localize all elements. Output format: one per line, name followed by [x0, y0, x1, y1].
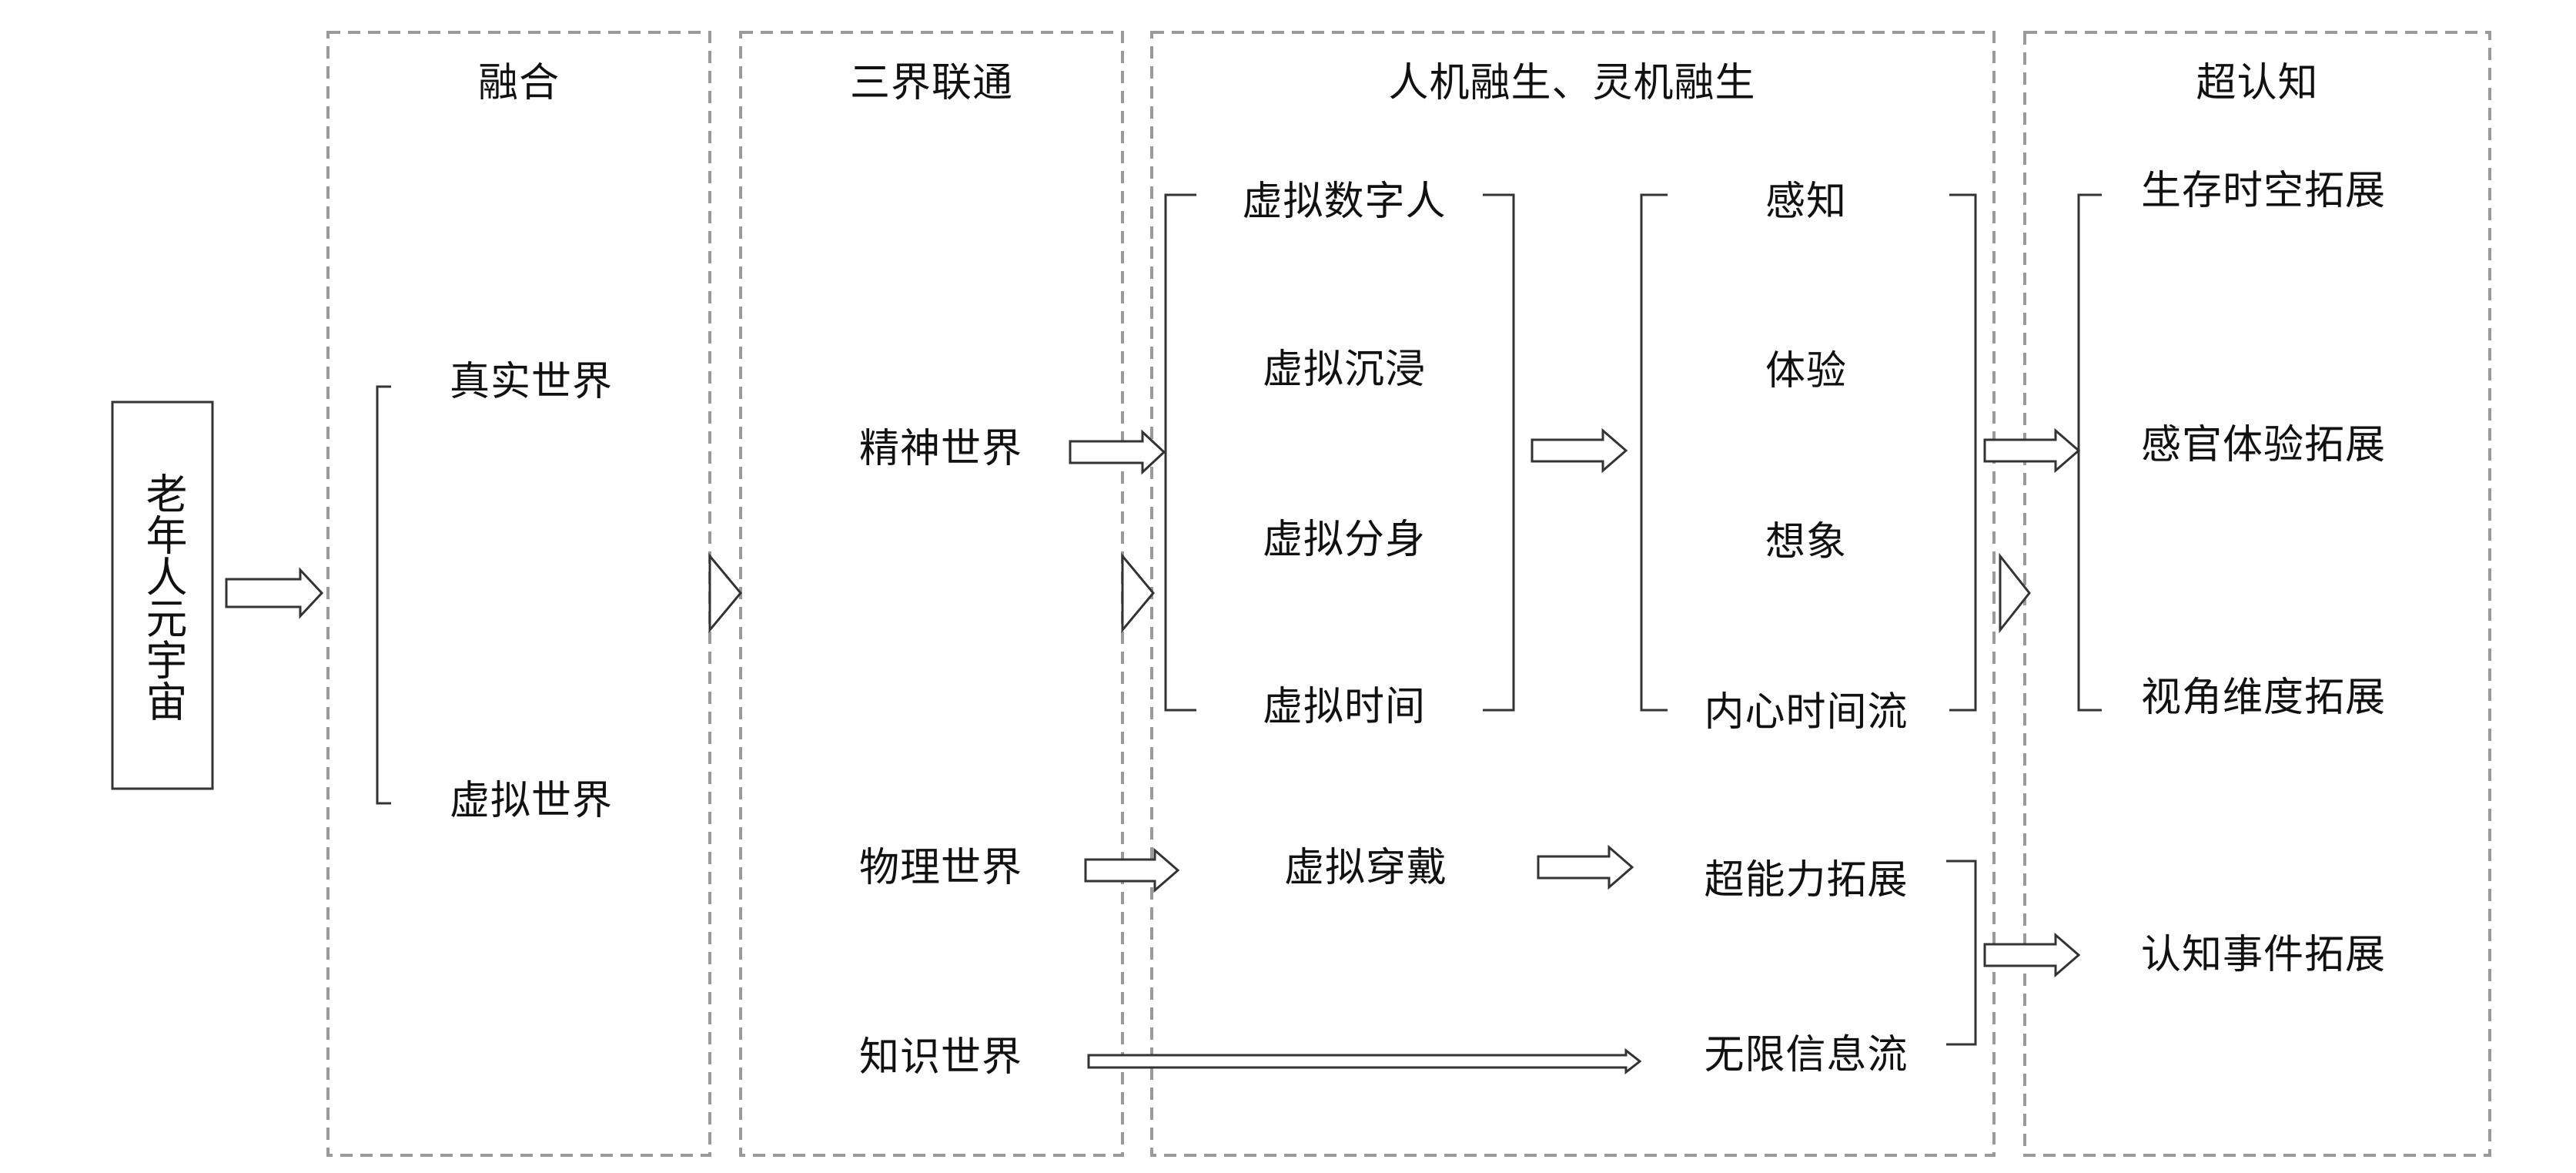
triangle-human-machine-to-super-cognition [1999, 552, 2031, 634]
world-item-knowledge: 知识世界 [858, 1034, 1023, 1081]
expansion-item-perspective: 视角维度拓展 [2140, 675, 2387, 721]
source-label: 老年人元宇宙 [139, 472, 187, 722]
arrow-spirit-world [1069, 429, 1166, 475]
perception-item-inner-time-flow: 内心时间流 [1704, 689, 1909, 736]
arrow-knowledge-world [1087, 1047, 1642, 1075]
fusion-item-real-world: 真实世界 [449, 359, 614, 405]
section-box-three-worlds [739, 31, 1124, 1157]
cognitive-event-item: 认知事件拓展 [2140, 932, 2387, 978]
arrow-perception-to-expansion [1983, 427, 2081, 474]
arrow-virtual-to-perception [1531, 427, 1628, 474]
world-item-spirit: 精神世界 [858, 426, 1023, 472]
virtual-item-immersion: 虚拟沉浸 [1262, 347, 1427, 393]
header-three-worlds: 三界联通 [849, 60, 1014, 106]
perception-item-sense: 感知 [1765, 179, 1848, 225]
expansion-item-space-time: 生存时空拓展 [2140, 168, 2387, 214]
perception-item-experience: 体验 [1765, 348, 1848, 394]
bracket-ability [1946, 860, 1977, 1046]
bracket-perception-right [1949, 193, 1977, 712]
arrow-wearable [1537, 844, 1634, 890]
bracket-fusion [376, 385, 391, 805]
virtual-item-time: 虚拟时间 [1262, 684, 1427, 730]
source-box [111, 400, 214, 790]
triangle-fusion-to-three-worlds [708, 552, 742, 634]
arrow-ability-to-cognitive-event [1983, 932, 2081, 978]
ability-item-superpower: 超能力拓展 [1704, 857, 1909, 903]
header-fusion: 融合 [477, 60, 560, 106]
virtual-item-avatar: 虚拟分身 [1262, 517, 1427, 563]
section-box-fusion [326, 31, 711, 1157]
arrow-physical-world [1084, 847, 1180, 893]
fusion-item-virtual-world: 虚拟世界 [449, 778, 614, 824]
bracket-virtual-left [1164, 193, 1196, 712]
perception-item-imagination: 想象 [1765, 519, 1848, 565]
expansion-item-sensory: 感官体验拓展 [2140, 422, 2387, 468]
bracket-virtual-right [1483, 193, 1515, 712]
arrow-source-to-fusion [225, 567, 324, 619]
virtual-item-digital-human: 虚拟数字人 [1242, 179, 1447, 225]
bracket-perception-left [1640, 193, 1668, 712]
world-item-physical: 物理世界 [858, 845, 1023, 891]
header-super-cognition: 超认知 [2196, 60, 2319, 106]
header-human-machine: 人机融生、灵机融生 [1388, 60, 1756, 106]
ability-item-info-flow: 无限信息流 [1704, 1032, 1909, 1078]
wearable-item: 虚拟穿戴 [1283, 845, 1448, 891]
triangle-three-worlds-to-human-machine [1121, 552, 1155, 634]
bracket-expansion [2077, 193, 2102, 712]
